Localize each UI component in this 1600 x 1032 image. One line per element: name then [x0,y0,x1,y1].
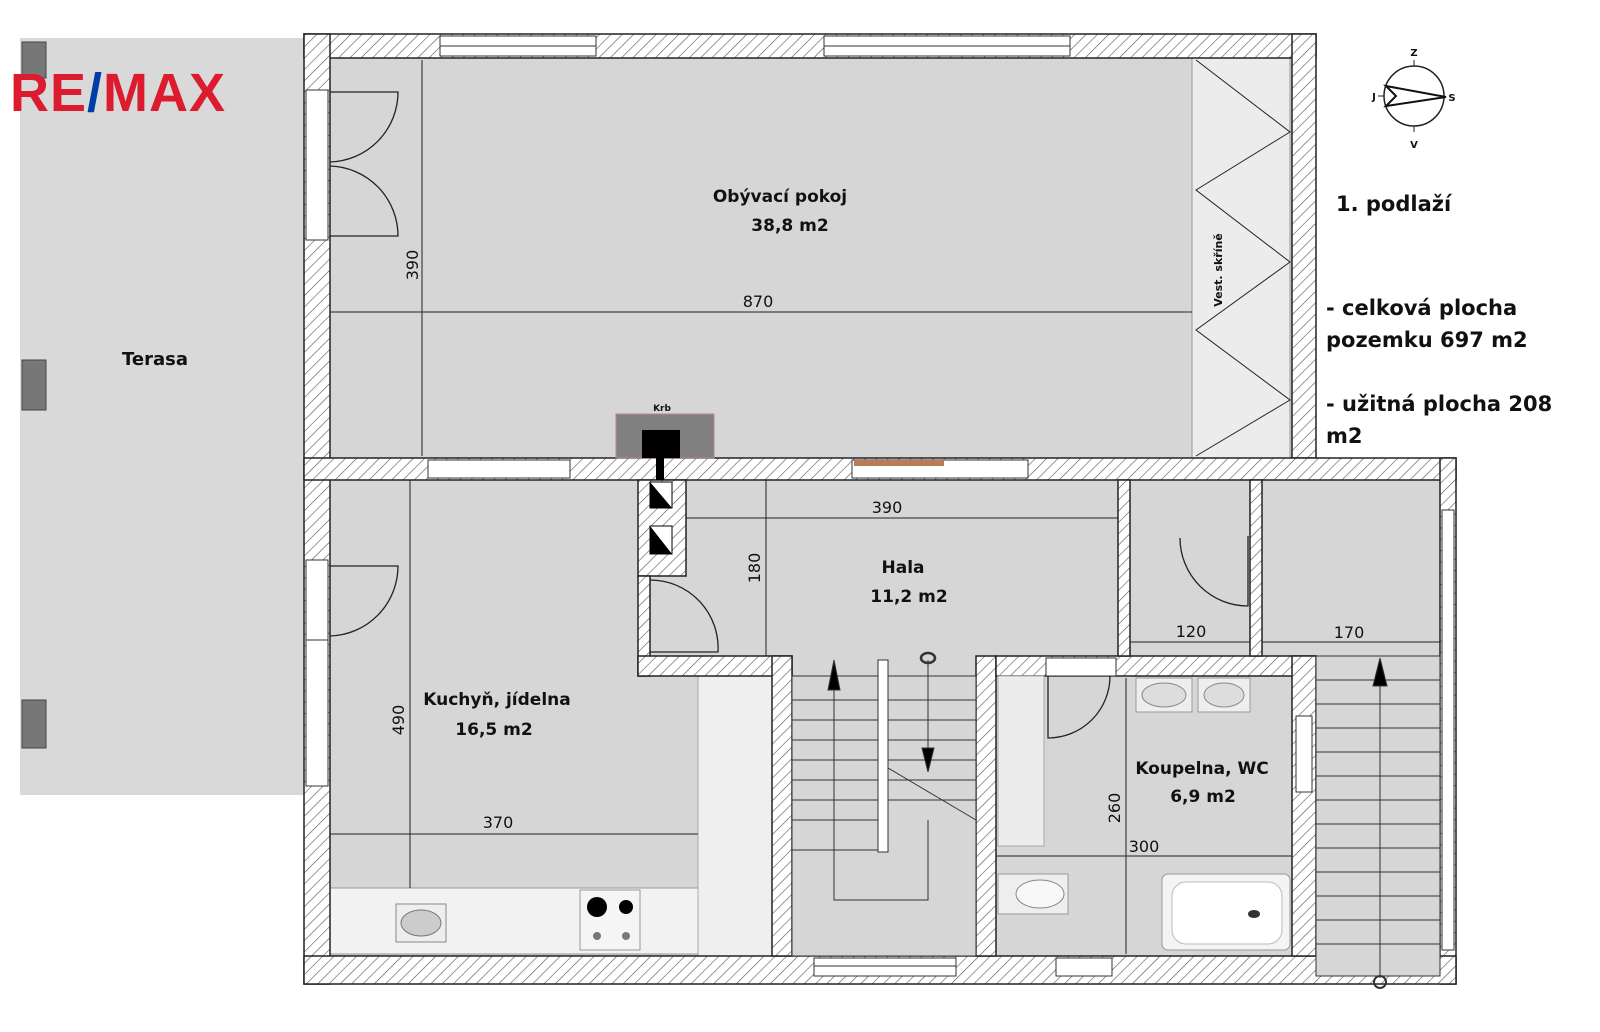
wardrobe-zigzag [1195,59,1291,457]
fireplace: Krb [615,404,715,555]
plot-area-info: - celková plocha pozemku 697 m2 [1326,292,1528,356]
usable-area-line: m2 [1326,424,1363,448]
floor-title: 1. podlaží [1336,192,1452,216]
compass-east: S [1448,93,1455,104]
terrace-label: Terasa [122,349,188,370]
dimension-lines [330,60,1440,954]
hall-area: 11,2 m2 [870,587,947,607]
fireplace-label: Krb [653,404,671,414]
doors [329,91,1249,739]
kitchen-name: Kuchyň, jídelna [423,690,570,710]
remax-logo: RE/MAX [10,62,226,124]
usable-area-line: - užitná plocha 208 [1326,392,1553,416]
wc-dim-width: 120 [1176,622,1207,641]
compass-north: Z [1410,48,1417,59]
living-dim-height: 390 [403,250,422,281]
compass-icon: Z V J S [1371,48,1455,151]
hall-dim-height: 180 [745,553,764,584]
bath-cabinet [997,675,1045,847]
terrace-post [21,699,47,749]
terrace-area [20,38,304,795]
logo-slash: / [87,63,104,123]
wardrobe-label: Vest. skříně [1212,233,1225,307]
kitchen-area: 16,5 m2 [455,720,532,740]
hall-name: Hala [882,558,925,578]
kitchen-dim-height: 490 [389,705,408,736]
terrace-post [21,41,47,79]
usable-area-info: - užitná plocha 208 m2 [1326,388,1552,452]
bathroom-name: Koupelna, WC [1135,759,1268,779]
living-room-name: Obývací pokoj [713,187,847,207]
hall-dim-width: 390 [872,498,903,517]
kitchen-counter [329,887,699,955]
compass-west: J [1371,92,1376,103]
stove [579,889,641,951]
bathroom-dim-width: 300 [1129,837,1160,856]
storage-dim-width: 170 [1334,623,1365,642]
logo-text: RE [10,63,88,123]
plot-area-line: pozemku 697 m2 [1326,328,1528,352]
sliding-door [854,460,944,466]
kitchen-side-counter [697,675,773,957]
logo-text: MAX [103,63,227,123]
fixtures [395,675,1291,951]
living-dim-width: 870 [743,292,774,311]
living-room-area: 38,8 m2 [751,216,828,236]
stairs [791,651,1441,989]
plot-area-line: - celková plocha [1326,296,1518,320]
bathroom-area: 6,9 m2 [1170,787,1236,807]
kitchen-dim-width: 370 [483,813,514,832]
bathroom-dim-height: 260 [1105,793,1124,824]
wardrobe [1191,57,1291,459]
compass-south: V [1410,140,1418,151]
terrace-post [21,359,47,411]
